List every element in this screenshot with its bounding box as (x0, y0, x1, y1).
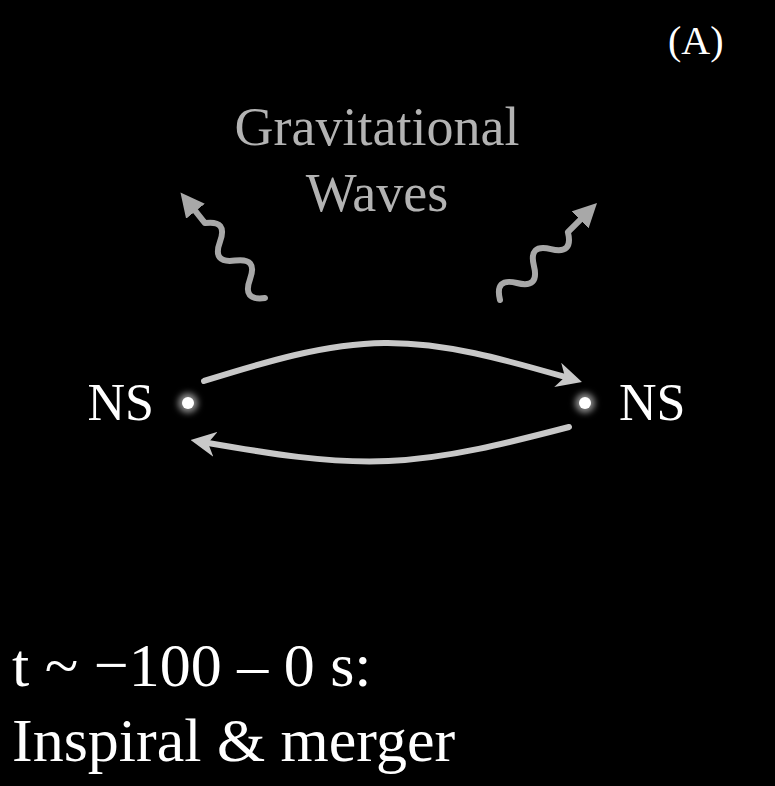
panel-letter: (A) (668, 18, 724, 64)
star-label: NS (619, 373, 685, 433)
phase-caption: Inspiral & merger (12, 705, 455, 776)
gravitational-wave-arrow (493, 209, 591, 307)
gravitational-wave-arrow (185, 201, 273, 304)
wave-label: Gravitational Waves (212, 95, 542, 227)
orbit-arrow (208, 427, 569, 461)
neutron-star: NS (579, 373, 685, 433)
neutron-star-dot (182, 397, 194, 409)
neutron-star-dot (579, 397, 591, 409)
orbit-arrow (204, 343, 565, 381)
neutron-star: NS (88, 373, 194, 433)
star-label: NS (88, 373, 154, 433)
time-range: t ~ −100 – 0 s: (12, 630, 372, 701)
